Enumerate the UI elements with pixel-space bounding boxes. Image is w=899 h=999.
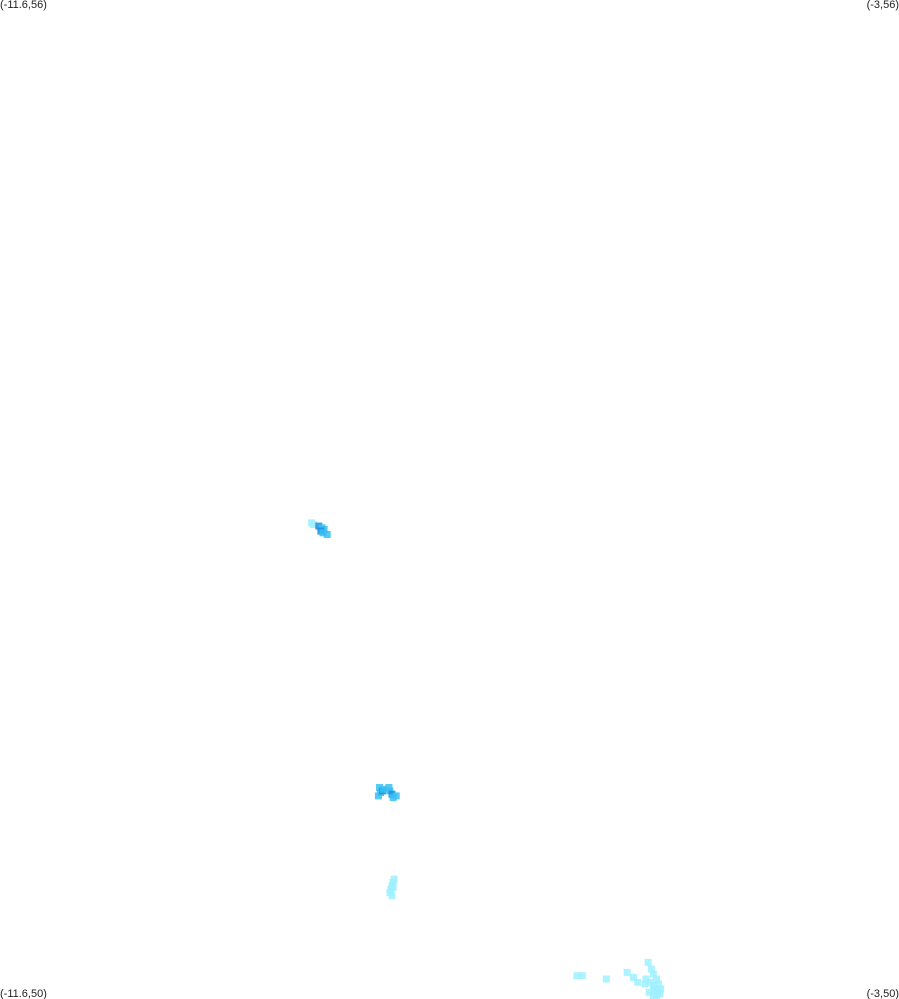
data-point [647,965,655,973]
corner-label-top-left: (-11.6,56) [0,0,47,11]
data-point [653,975,660,983]
data-point [656,990,664,998]
data-point [642,975,650,983]
data-point [319,529,327,537]
data-point [645,988,653,996]
points-layer [308,519,665,999]
data-point [634,978,642,986]
data-point [573,972,581,980]
data-point [388,892,396,900]
data-point [578,972,586,980]
point-cluster [573,958,665,999]
point-cluster [308,519,331,538]
data-point [649,970,657,978]
data-point [310,521,318,528]
corner-label-bottom-left: (-11.6,50) [0,988,47,999]
data-point [644,958,652,966]
data-point [374,792,382,800]
data-point [392,792,400,800]
data-point [623,968,631,976]
data-point [389,883,397,891]
data-point [602,975,610,983]
point-cluster [386,875,398,900]
data-point [655,980,663,988]
data-point [657,985,665,993]
data-point [323,531,331,538]
corner-label-top-right: (-3,56) [866,0,899,11]
point-cluster [374,784,400,801]
data-point [630,973,637,981]
corner-label-bottom-right: (-3,50) [866,988,899,999]
data-point [641,980,649,988]
data-point [380,785,388,793]
